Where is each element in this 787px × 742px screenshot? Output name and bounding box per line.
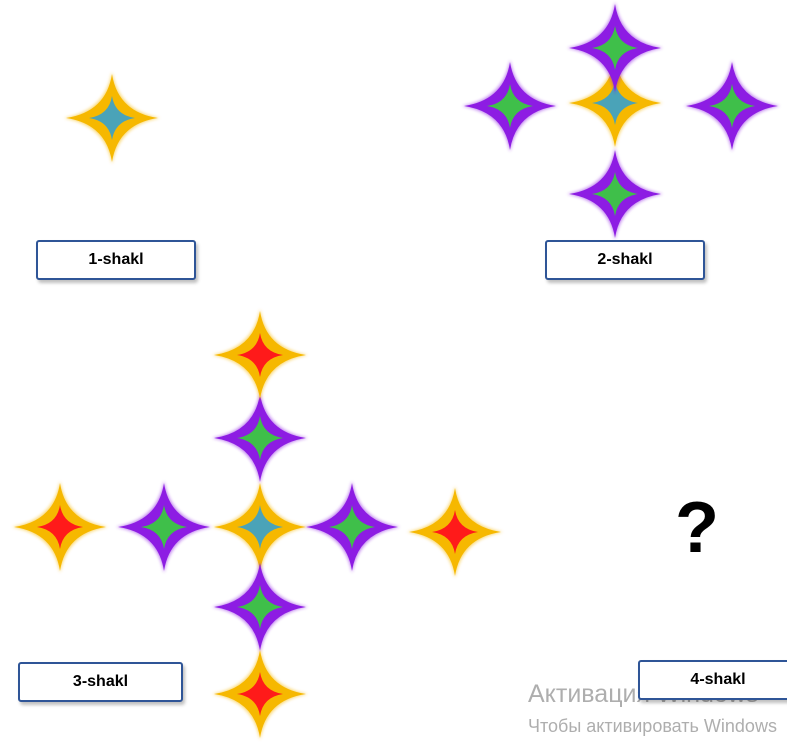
figure-4-label: 4-shakl bbox=[638, 660, 787, 700]
figure-2-star-4 bbox=[684, 60, 780, 152]
activation-watermark-subtitle: Чтобы активировать Windows bbox=[528, 716, 777, 736]
figure-1-stars bbox=[64, 72, 160, 164]
figure-2-star-2 bbox=[567, 2, 663, 94]
figure-2-star-5 bbox=[567, 148, 663, 240]
figure-3-star-1 bbox=[212, 481, 308, 573]
figure-1-label: 1-shakl bbox=[36, 240, 196, 280]
figure-3-star-7 bbox=[12, 481, 108, 573]
figure-3-stars bbox=[12, 309, 503, 740]
figure-1-star-1 bbox=[64, 72, 160, 164]
question-mark: ? bbox=[675, 488, 719, 568]
figure-3-star-6 bbox=[212, 309, 308, 401]
figure-3-star-5 bbox=[212, 561, 308, 653]
figure-2-star-3 bbox=[462, 60, 558, 152]
figure-3-star-3 bbox=[116, 481, 212, 573]
figure-2-stars bbox=[462, 2, 780, 240]
figure-3-label: 3-shakl bbox=[18, 662, 183, 702]
figure-3-star-4 bbox=[304, 481, 400, 573]
figure-3-star-9 bbox=[212, 648, 308, 740]
figure-3-star-8 bbox=[407, 486, 503, 578]
figure-3-star-2 bbox=[212, 392, 308, 484]
figure-2-label: 2-shakl bbox=[545, 240, 705, 280]
figure-2-star-1 bbox=[567, 57, 663, 149]
